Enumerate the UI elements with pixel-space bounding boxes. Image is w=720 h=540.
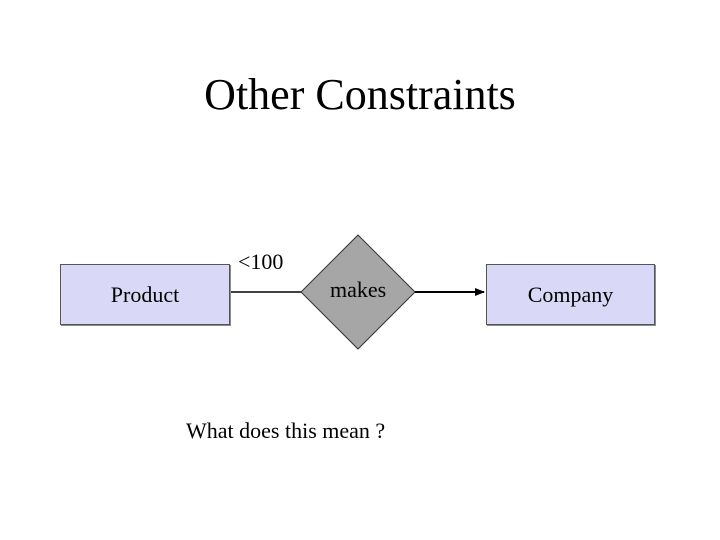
slide-title: Other Constraints: [204, 70, 516, 119]
question-text: What does this mean ?: [186, 418, 386, 443]
cardinality-constraint-label: <100: [238, 249, 284, 274]
makes-relationship-diamond: [300, 234, 416, 350]
relationship-label: makes: [330, 277, 387, 302]
entity-product-label: Product: [110, 281, 180, 307]
entity-company-label: Company: [527, 281, 614, 307]
entity-product: Product: [60, 264, 230, 325]
entity-company: Company: [486, 264, 655, 325]
